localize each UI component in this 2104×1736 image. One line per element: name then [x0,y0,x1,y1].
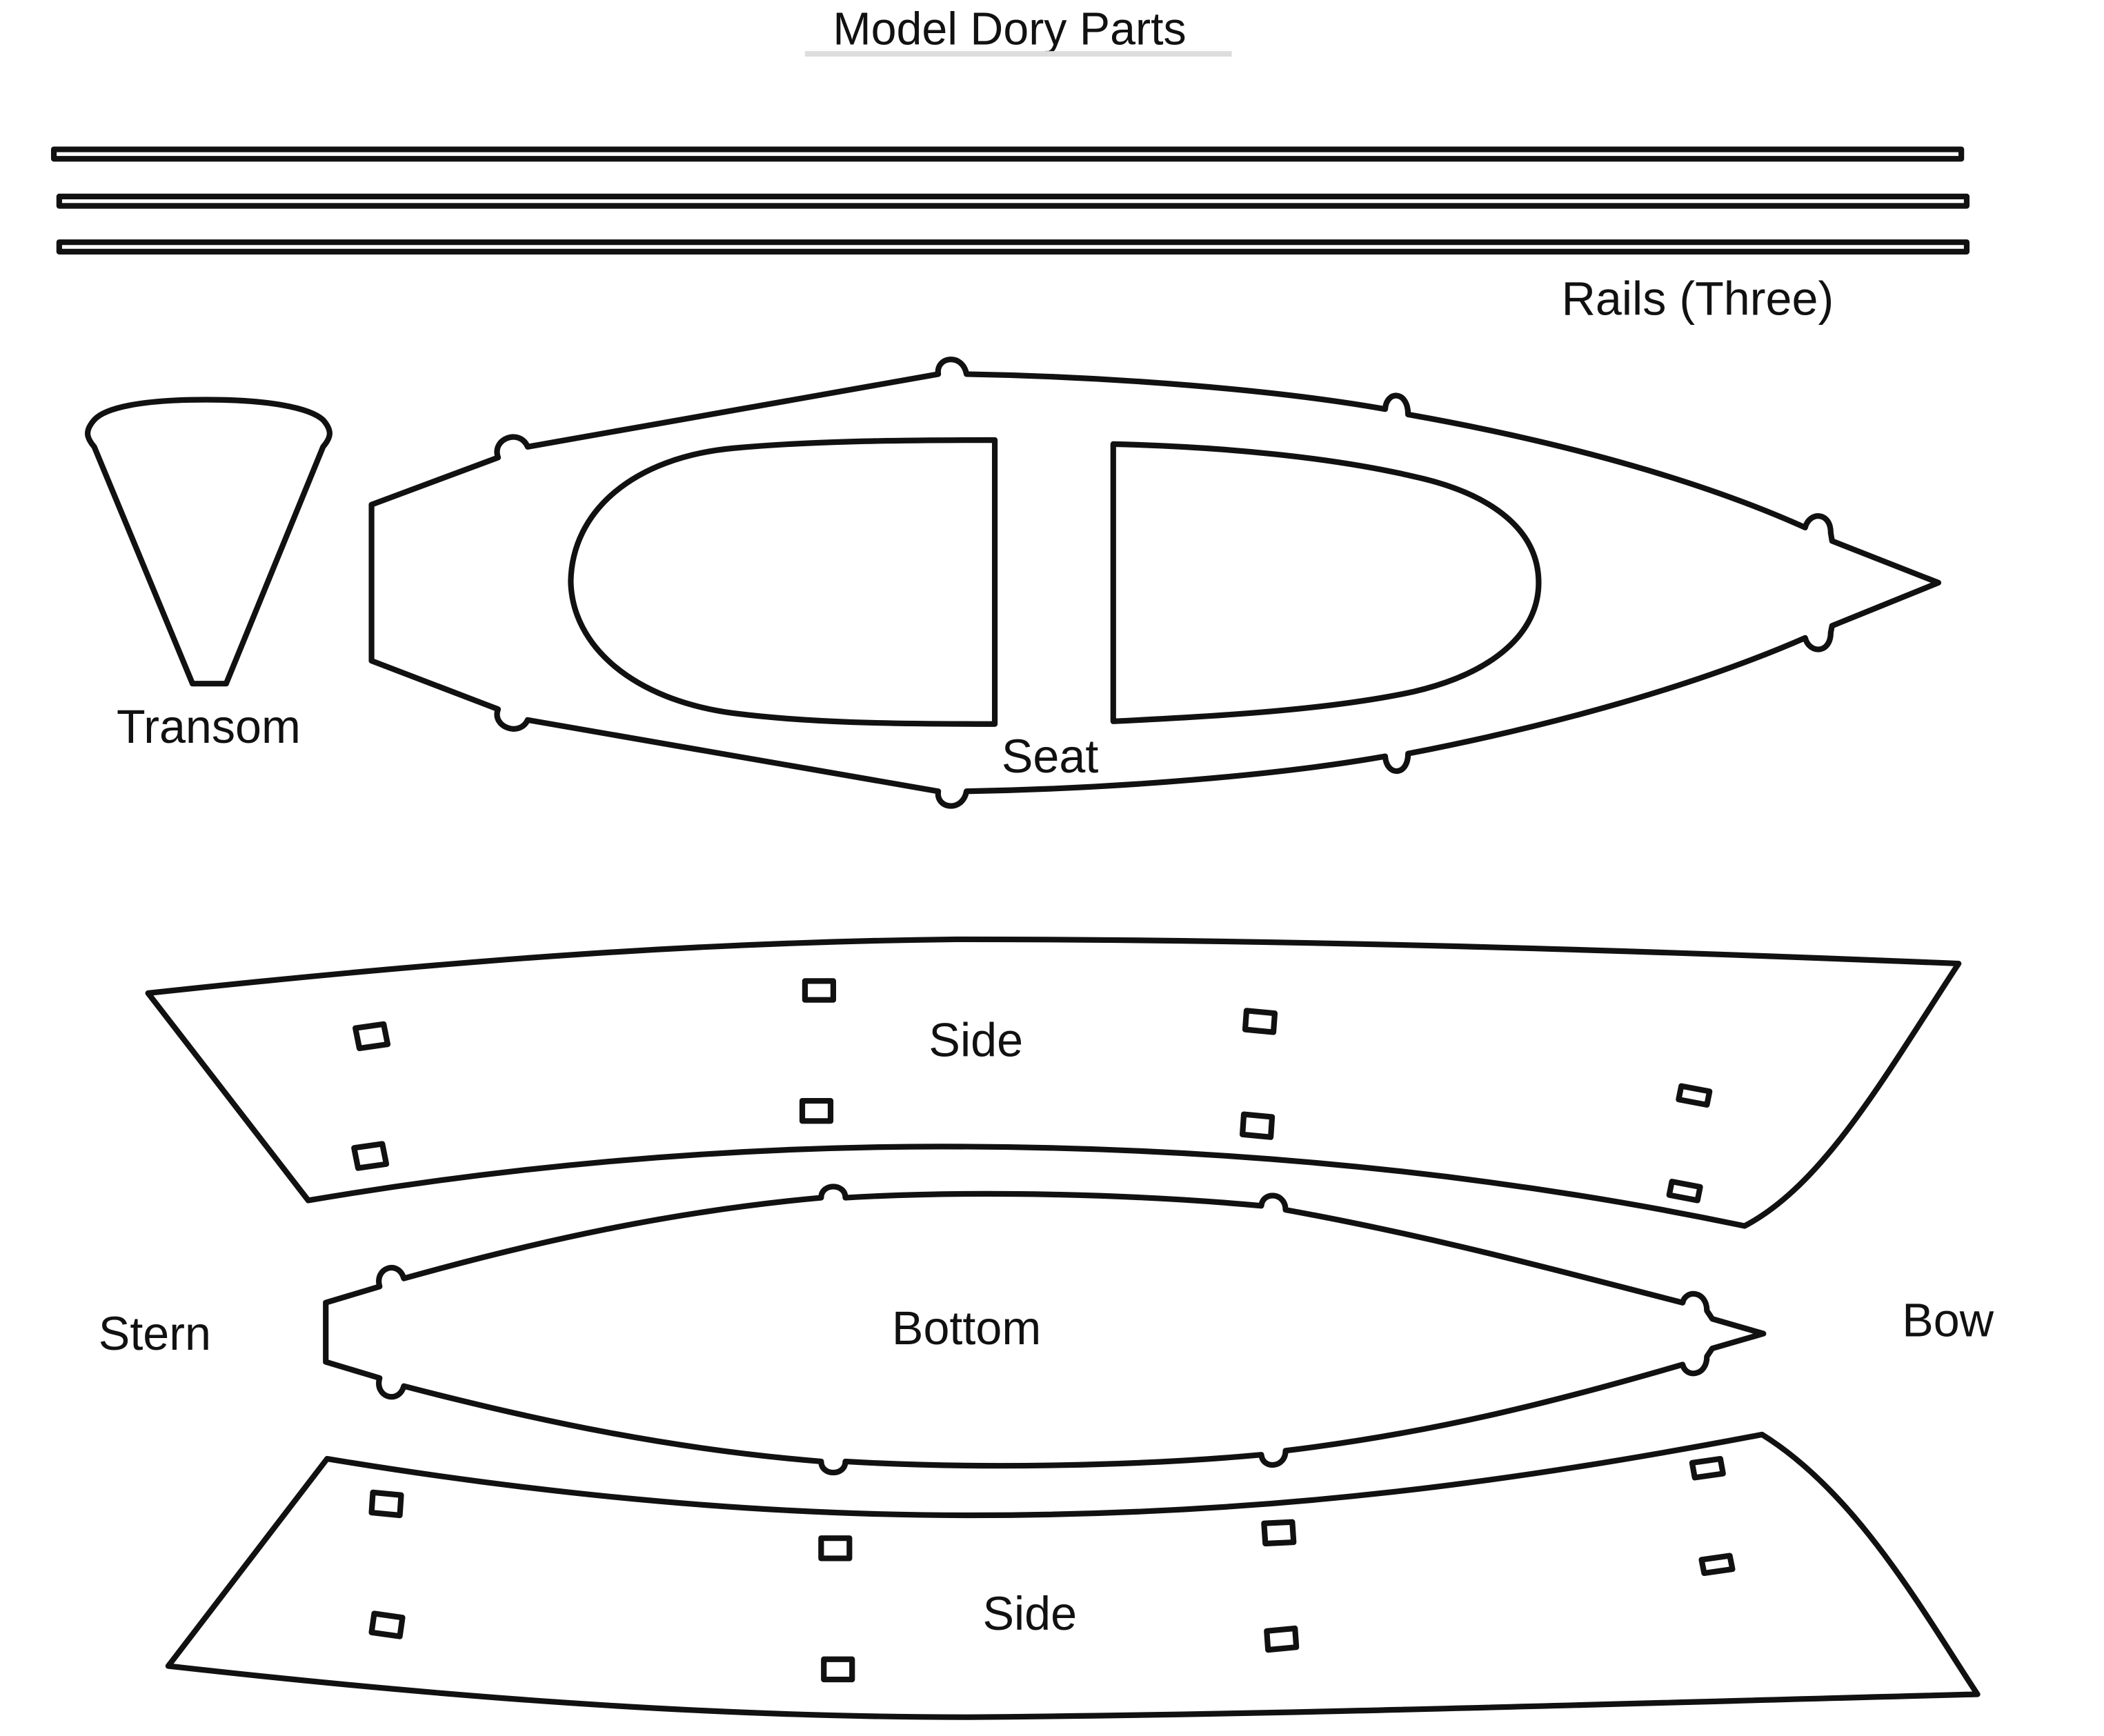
side-bottom-slots [368,1455,1736,1683]
seat-cutout-left [568,437,998,727]
slot [818,1535,853,1562]
side-top-label: Side [929,1015,1023,1067]
slot [368,1610,406,1639]
slot [1689,1455,1726,1481]
bottom-part [323,1184,1767,1475]
transom-part [85,397,333,687]
transom-label: Transom [117,701,301,753]
rail-2 [56,193,1970,209]
bottom-label: Bottom [892,1302,1041,1355]
slot [821,1656,855,1683]
side-part-bottom [165,1431,1981,1720]
side-part-top [145,936,1962,1229]
slot [1242,1008,1278,1035]
slot [1698,1553,1736,1577]
slot [799,1097,834,1124]
diagram-title: Model Dory Parts [833,3,1186,54]
bow-label: Bow [1902,1295,1994,1347]
slot [802,978,836,1003]
slot [1240,1111,1276,1140]
slot [1666,1179,1703,1204]
rail-1 [50,146,1965,162]
side-bottom-label: Side [982,1588,1077,1640]
seat-cutout-right [1110,441,1542,724]
rails [50,146,1970,255]
slot [368,1489,404,1519]
seat-part [368,357,1942,809]
rail-3 [56,239,1970,255]
slot [351,1141,390,1171]
side-top-slots [351,978,1713,1204]
slot [353,1021,391,1052]
slot [1264,1625,1300,1653]
slot [1261,1519,1297,1547]
stern-label: Stern [99,1308,211,1360]
slot [1676,1083,1713,1108]
seat-label: Seat [1002,730,1099,783]
rails-label: Rails (Three) [1562,273,1834,326]
